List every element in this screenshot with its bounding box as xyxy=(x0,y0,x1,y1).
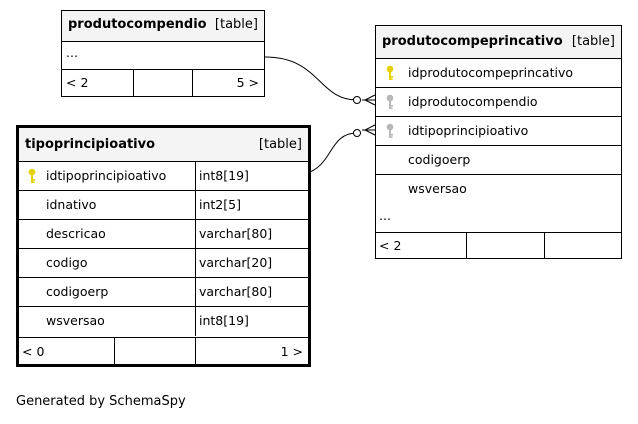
table-footer-row: < 2 5 > xyxy=(62,70,264,96)
generated-by-label: Generated by SchemaSpy xyxy=(16,394,186,409)
table-produtocompeprincativo[interactable]: produtocompeprincativo [table] idproduto… xyxy=(375,25,622,259)
column-name: codigoerp xyxy=(46,284,109,299)
column-name: wsversao xyxy=(46,313,105,328)
footer-right: 5 > xyxy=(236,75,259,90)
table-type: [table] xyxy=(571,34,615,49)
table-row: idnativo int2[5] xyxy=(19,191,308,220)
table-row: descricao varchar[80] xyxy=(19,220,308,249)
primary-key-icon xyxy=(27,168,37,184)
table-type: [table] xyxy=(214,17,258,32)
table-produtocompendio[interactable]: produtocompendio [table] ... < 2 5 > xyxy=(61,10,265,97)
relationship-crowsfoot xyxy=(362,94,376,106)
column-name: idprodutocompeprincativo xyxy=(408,65,574,80)
column-name: descricao xyxy=(46,226,106,241)
relationship-optional-circle xyxy=(353,96,361,104)
table-name: produtocompendio xyxy=(68,17,207,32)
table-row: wsversao xyxy=(376,175,621,203)
column-name: wsversao xyxy=(408,181,467,196)
table-row: codigoerp varchar[80] xyxy=(19,278,308,307)
table-ellipsis-row: ... xyxy=(62,42,264,70)
relationship-crowsfoot xyxy=(362,124,376,136)
column-type: int8[19] xyxy=(199,313,249,328)
table-row: idprodutocompeprincativo xyxy=(376,59,621,88)
footer-right: 1 > xyxy=(280,344,303,359)
ellipsis: ... xyxy=(66,45,78,60)
table-ellipsis-row: ... xyxy=(376,204,621,233)
table-row: idtipoprincipioativo xyxy=(376,117,621,146)
table-row: idprodutocompendio xyxy=(376,88,621,117)
table-row: codigoerp xyxy=(376,146,621,175)
table-tipoprincipioativo[interactable]: tipoprincipioativo [table] idtipoprincip… xyxy=(16,125,311,367)
column-name: codigoerp xyxy=(408,152,471,167)
column-name: idprodutocompendio xyxy=(408,94,538,109)
column-type: varchar[80] xyxy=(199,226,273,241)
primary-key-icon xyxy=(385,65,395,81)
ellipsis: ... xyxy=(379,208,391,223)
table-header: tipoprincipioativo [table] xyxy=(19,128,308,162)
table-row: wsversao int8[19] xyxy=(19,307,308,335)
column-name: idnativo xyxy=(46,197,97,212)
table-row: codigo varchar[20] xyxy=(19,249,308,278)
table-type: [table] xyxy=(258,137,302,152)
table-header: produtocompendio [table] xyxy=(62,11,264,42)
foreign-key-icon xyxy=(385,123,395,139)
table-footer-row: < 2 xyxy=(376,233,621,258)
foreign-key-icon xyxy=(385,94,395,110)
column-type: int2[5] xyxy=(199,197,241,212)
table-header: produtocompeprincativo [table] xyxy=(376,26,621,59)
relationship-produtocompendio xyxy=(264,56,358,101)
table-name: tipoprincipioativo xyxy=(25,137,156,152)
column-name: idtipoprincipioativo xyxy=(408,123,529,138)
column-type: varchar[80] xyxy=(199,284,273,299)
footer-left: < 2 xyxy=(379,238,402,253)
footer-left: < 0 xyxy=(22,344,45,359)
column-type: int8[19] xyxy=(199,168,249,183)
column-name: codigo xyxy=(46,255,88,270)
column-name: idtipoprincipioativo xyxy=(46,168,167,183)
table-footer-row: < 0 1 > xyxy=(19,337,308,365)
relationship-optional-circle xyxy=(353,129,361,137)
table-row: idtipoprincipioativo int8[19] xyxy=(19,162,308,191)
table-name: produtocompeprincativo xyxy=(382,34,563,49)
footer-left: < 2 xyxy=(66,75,89,90)
column-type: varchar[20] xyxy=(199,255,273,270)
